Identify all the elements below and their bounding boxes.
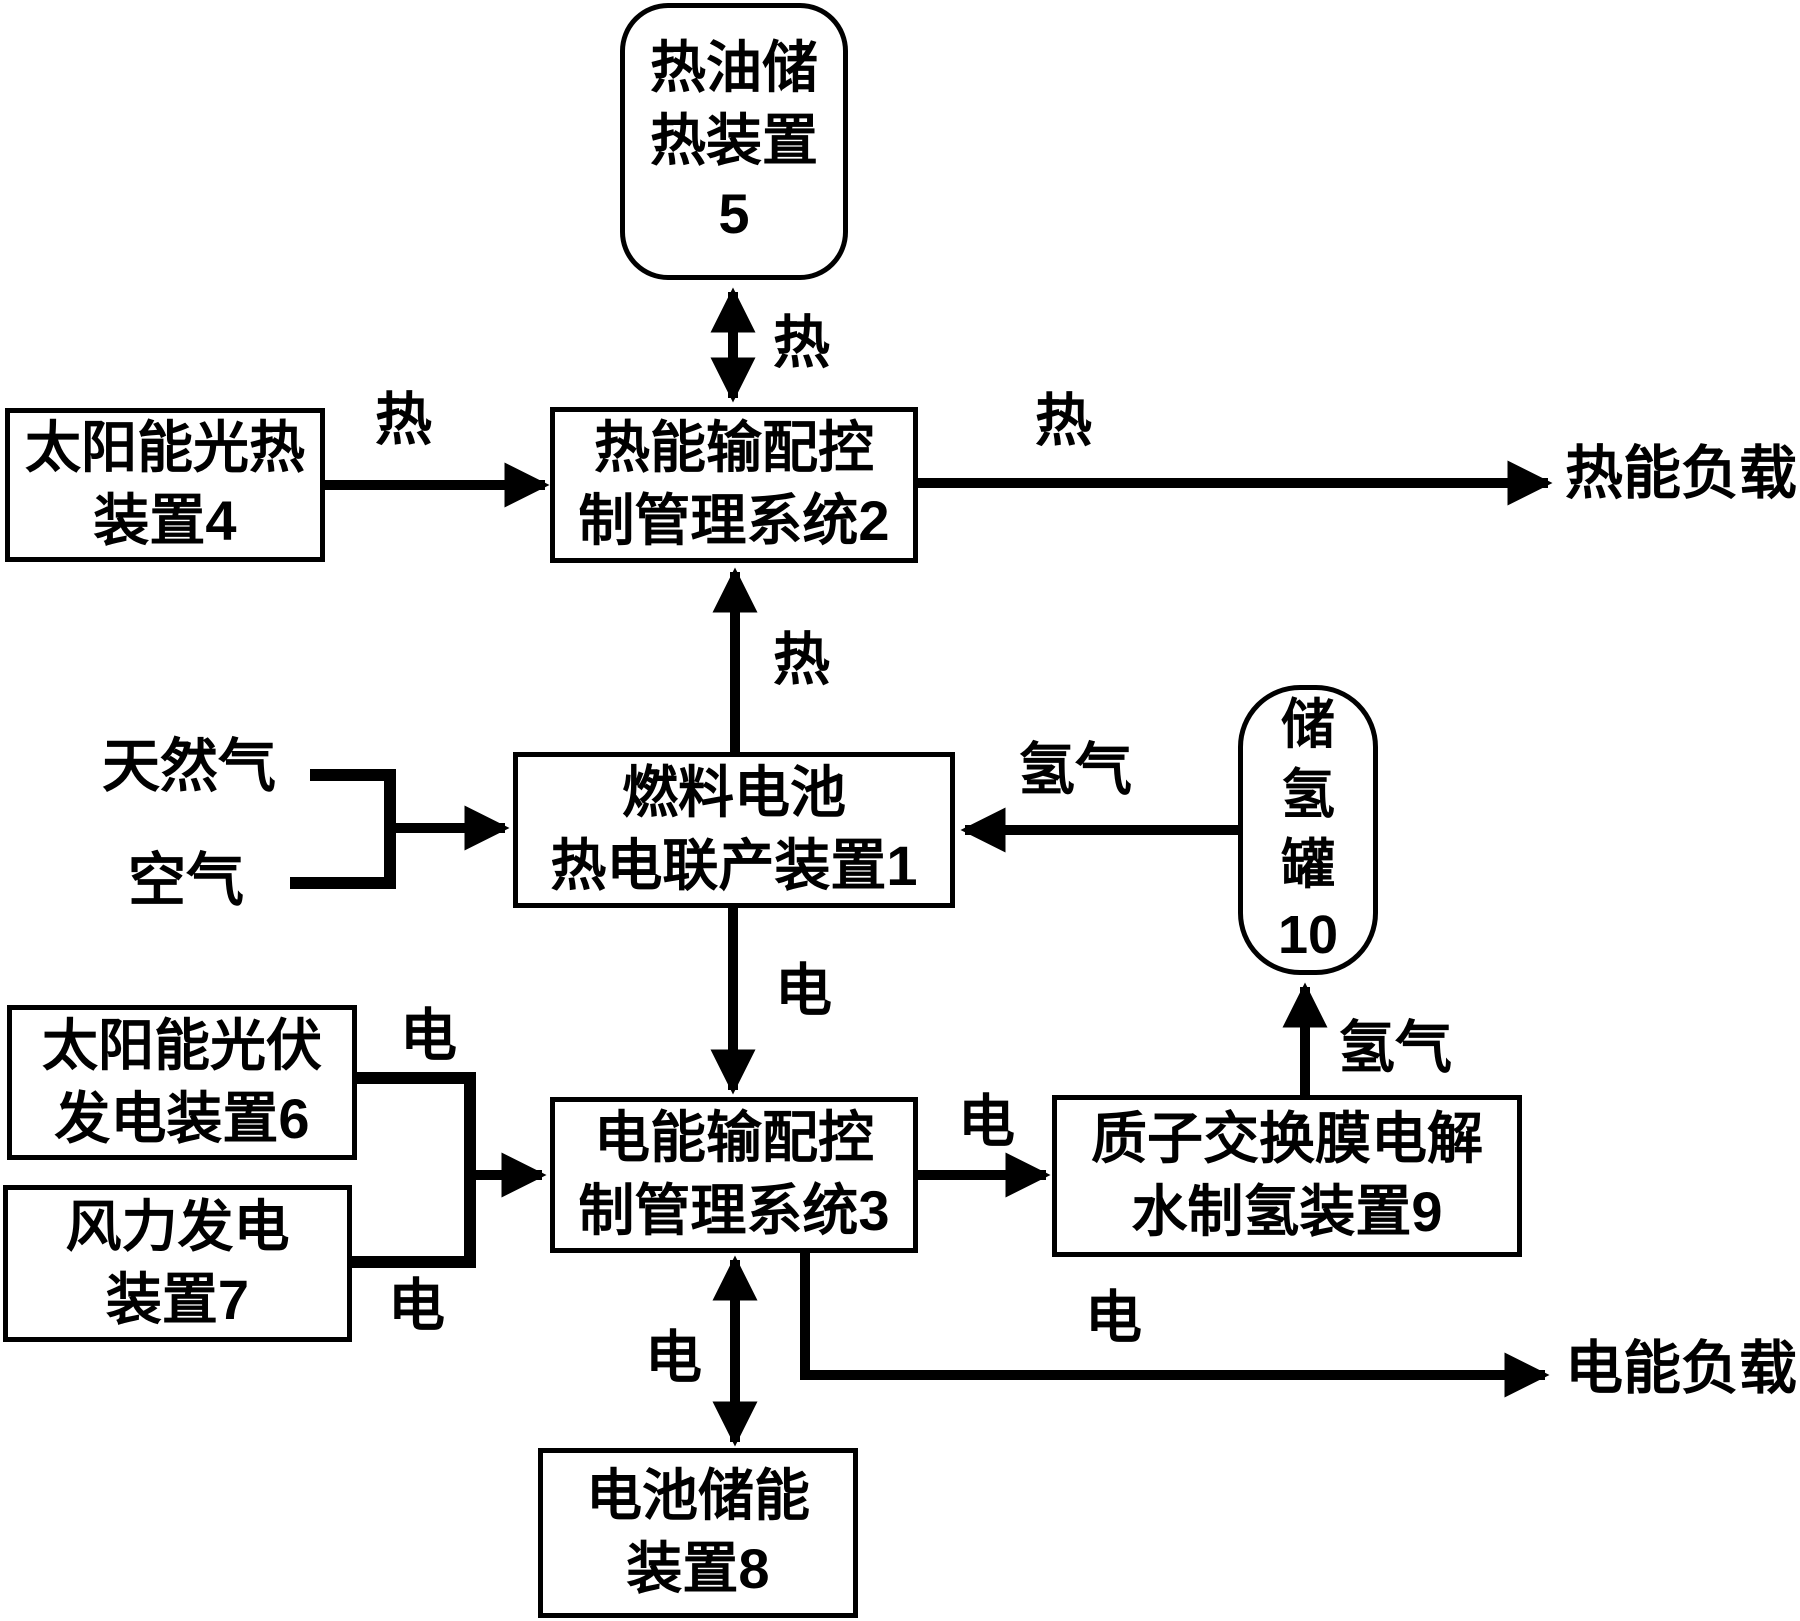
label-heat-oil-storage: 热 <box>773 311 830 375</box>
box-thermal-dispatch: 热能输配控 制管理系统2 <box>550 407 918 563</box>
box-solar-thermal: 太阳能光热 装置4 <box>5 408 325 562</box>
box-power-dispatch-line1: 电能输配控 <box>594 1106 874 1170</box>
label-elec-wind: 电 <box>388 1274 445 1338</box>
box-battery-storage: 电池储能 装置8 <box>538 1448 858 1618</box>
box-fuel-cell-chp: 燃料电池 热电联产装置1 <box>513 752 955 908</box>
box-wind-power-line2: 装置7 <box>105 1267 250 1331</box>
box-power-dispatch: 电能输配控 制管理系统3 <box>550 1097 918 1253</box>
box-pem-electrolyzer: 质子交换膜电解 水制氢装置9 <box>1052 1095 1522 1257</box>
box-wind-power: 风力发电 装置7 <box>3 1185 352 1342</box>
box-power-dispatch-line2: 制管理系统3 <box>578 1179 890 1242</box>
terminal-thermal-load: 热能负载 <box>1565 441 1798 506</box>
box-wind-power-line1: 风力发电 <box>65 1194 290 1258</box>
box-fuel-cell-chp-line1: 燃料电池 <box>622 761 846 825</box>
label-elec-fc-to-power: 电 <box>775 959 832 1023</box>
box-solar-pv-line2: 发电装置6 <box>54 1086 310 1150</box>
label-heat-solar-to-thermal: 热 <box>375 388 432 452</box>
input-natural-gas: 天然气 <box>102 734 277 799</box>
label-h2-tank-to-fc: 氢气 <box>1018 738 1132 802</box>
label-elec-to-pem: 电 <box>958 1090 1015 1154</box>
box-solar-thermal-line1: 太阳能光热 <box>25 416 305 480</box>
box-battery-storage-line2: 装置8 <box>626 1537 770 1600</box>
box-hot-oil-storage-line1: 热油储 <box>650 36 818 100</box>
box-solar-pv-line1: 太阳能光伏 <box>42 1013 322 1077</box>
box-hot-oil-storage: 热油储 热装置 5 <box>620 3 848 280</box>
box-fuel-cell-chp-line2: 热电联产装置1 <box>550 834 918 897</box>
box-pem-electrolyzer-line1: 质子交换膜电解 <box>1091 1107 1483 1171</box>
label-elec-to-load: 电 <box>1085 1286 1142 1350</box>
box-h2-tank-line3: 罐 <box>1281 835 1335 895</box>
box-h2-tank-line4: 10 <box>1277 905 1339 966</box>
bracket-pv-wind <box>352 1072 476 1268</box>
input-air: 空气 <box>128 848 245 913</box>
terminal-electric-load: 电能负载 <box>1565 1336 1798 1401</box>
label-elec-battery: 电 <box>645 1326 702 1390</box>
box-h2-tank-line1: 储 <box>1281 694 1335 755</box>
label-heat-to-load: 热 <box>1035 389 1092 453</box>
box-pem-electrolyzer-line2: 水制氢装置9 <box>1131 1180 1443 1243</box>
box-h2-tank: 储 氢 罐 10 <box>1238 685 1378 975</box>
box-hot-oil-storage-line2: 热装置 <box>650 109 818 173</box>
box-battery-storage-line1: 电池储能 <box>586 1464 810 1528</box>
box-solar-thermal-line2: 装置4 <box>93 489 237 552</box>
box-hot-oil-storage-line3: 5 <box>718 181 750 245</box>
box-h2-tank-line2: 氢 <box>1281 764 1335 825</box>
label-elec-pv: 电 <box>400 1004 457 1068</box>
bracket-gas-air <box>290 769 396 889</box>
box-thermal-dispatch-line1: 热能输配控 <box>594 416 874 480</box>
label-h2-pem-to-tank: 氢气 <box>1338 1016 1452 1080</box>
box-solar-pv: 太阳能光伏 发电装置6 <box>7 1005 357 1160</box>
box-thermal-dispatch-line2: 制管理系统2 <box>578 489 890 552</box>
arrow-elec-to-power-load <box>800 1253 1550 1398</box>
label-heat-fc-to-thermal: 热 <box>773 628 830 692</box>
